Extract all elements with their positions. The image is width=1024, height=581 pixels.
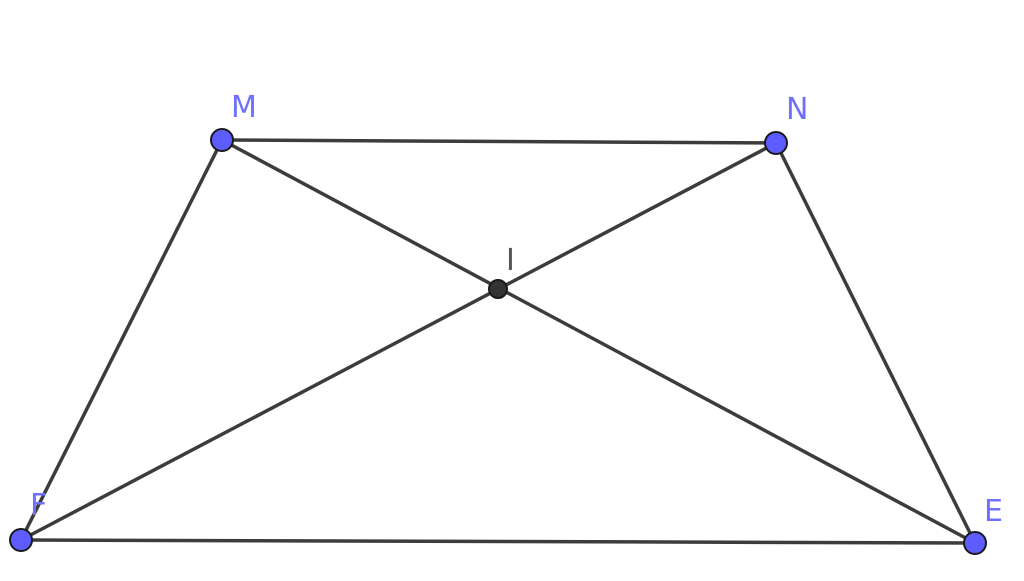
point-f[interactable] <box>9 528 33 552</box>
point-label-e: E <box>984 494 1003 529</box>
point-label-f: F <box>30 488 47 523</box>
point-e[interactable] <box>963 531 987 555</box>
point-label-n: N <box>786 92 808 127</box>
segment-nf[interactable] <box>20 141 777 542</box>
point-m[interactable] <box>210 128 234 152</box>
points <box>9 128 987 555</box>
point-label-i: I <box>506 243 515 278</box>
point-n[interactable] <box>764 131 788 155</box>
point-i[interactable] <box>488 279 508 299</box>
segment-ef[interactable] <box>20 538 976 545</box>
point-label-m: M <box>231 90 257 125</box>
segments <box>19 138 977 545</box>
segment-ne[interactable] <box>774 142 977 544</box>
segment-me[interactable] <box>221 138 976 545</box>
segment-fm[interactable] <box>19 139 224 541</box>
segment-mn[interactable] <box>221 138 777 145</box>
